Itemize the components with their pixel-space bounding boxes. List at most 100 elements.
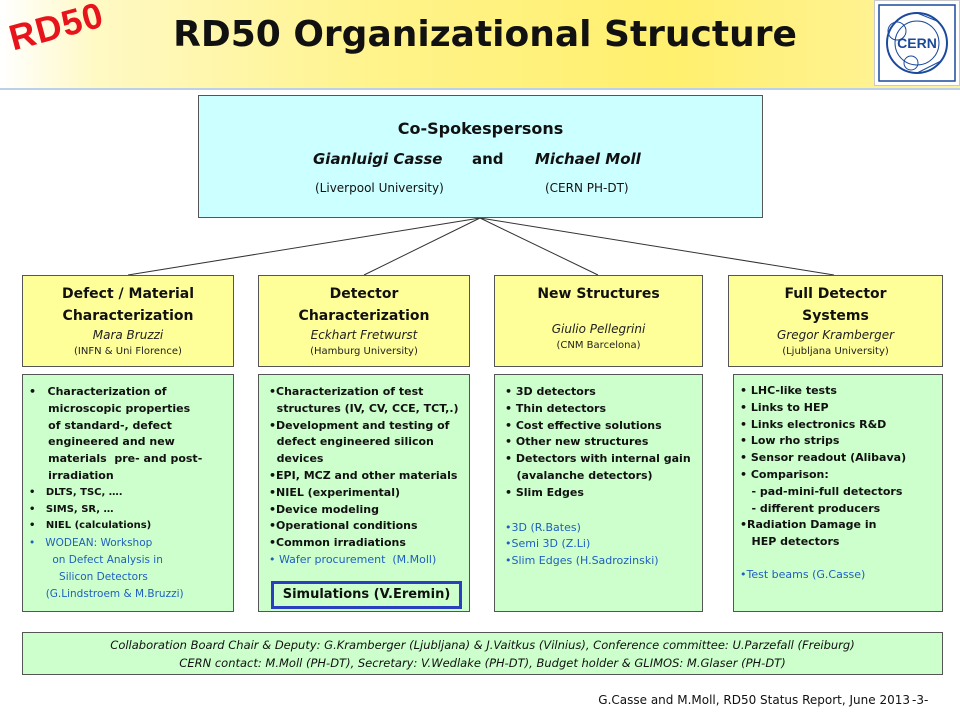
- group-leader: Mara Bruzzi: [92, 328, 164, 342]
- collaboration-info-box: Collaboration Board Chair & Deputy: G.Kr…: [22, 632, 943, 675]
- cern-logo-icon: CERN: [878, 4, 956, 82]
- list-item: of standard-, defect: [29, 418, 172, 432]
- list-item: - pad-mini-full detectors: [740, 484, 903, 498]
- list-item: • Characterization of: [29, 385, 167, 398]
- list-item: • Links electronics R&D: [740, 417, 887, 431]
- list-item: (G.Lindstroem & M.Bruzzi): [29, 587, 184, 600]
- header-divider: [0, 88, 960, 90]
- group-affiliation: (Ljubljana University): [782, 346, 889, 357]
- list-item: • Cost effective solutions: [505, 418, 662, 432]
- group-title-line1: Detector: [329, 286, 399, 302]
- list-item: • Sensor readout (Alibava): [740, 451, 907, 465]
- spokesperson-name-1: Gianluigi Casse: [313, 150, 443, 168]
- group-title-line1: Defect / Material: [61, 286, 195, 302]
- group-title-line2: Characterization: [62, 308, 194, 324]
- group-title-line1: Full Detector: [784, 286, 887, 302]
- group-title-line2: Characterization: [298, 308, 430, 324]
- group-box-defect-material: Defect / Material Characterization Mara …: [22, 275, 234, 367]
- list-item: devices: [269, 452, 324, 466]
- list-item: on Defect Analysis in: [29, 553, 163, 566]
- list-item: • Other new structures: [505, 435, 649, 449]
- list-item: •EPI, MCZ and other materials: [269, 468, 458, 482]
- list-item: •NIEL (experimental): [269, 485, 401, 499]
- spokespersons-box: Co-Spokespersons Gianluigi Casse and Mic…: [198, 95, 763, 218]
- list-item: • Low rho strips: [740, 434, 840, 448]
- header-band: [0, 0, 960, 88]
- connector-line: [127, 217, 481, 276]
- link-list: •Test beams (G.Casse): [740, 567, 942, 584]
- list-item: engineered and new: [29, 435, 175, 449]
- list-item: • Wafer procurement (M.Moll): [269, 552, 437, 566]
- connector-line: [363, 217, 481, 276]
- list-item: • 3D detectors: [505, 385, 596, 398]
- list-item: • NIEL (calculations): [29, 520, 152, 532]
- cern-logo: CERN: [874, 0, 960, 86]
- list-item: • SIMS, SR, …: [29, 503, 114, 515]
- group-title: New Structures: [537, 286, 660, 302]
- page-title: RD50 Organizational Structure: [173, 14, 797, 55]
- list-item: •Test beams (G.Casse): [740, 567, 866, 581]
- group-leader: Eckhart Fretwurst: [310, 328, 418, 342]
- page-number: -3-: [912, 693, 929, 707]
- group-title: Defect / Material Characterization: [23, 283, 233, 327]
- list-item: structures (IV, CV, CCE, TCT,.): [269, 401, 459, 415]
- list-item: defect engineered silicon: [269, 435, 434, 449]
- list-item: • Slim Edges: [505, 485, 584, 499]
- list-item: •3D (R.Bates): [505, 520, 581, 534]
- spokesperson-affiliation-2: (CERN PH-DT): [545, 181, 629, 195]
- list-item: •Semi 3D (Z.Li): [505, 537, 591, 551]
- list-item: •Operational conditions: [269, 519, 418, 533]
- footer-citation: G.Casse and M.Moll, RD50 Status Report, …: [598, 693, 910, 707]
- content-list: •Characterization of test structures (IV…: [269, 384, 469, 569]
- group-box-detector-characterization: Detector Characterization Eckhart Fretwu…: [258, 275, 470, 367]
- simulations-highlight: Simulations (V.Eremin): [271, 581, 462, 609]
- list-item: •Radiation Damage in: [740, 518, 877, 532]
- list-item: • Detectors with internal gain: [505, 452, 691, 466]
- group-box-new-structures: New Structures Giulio Pellegrini (CNM Ba…: [494, 275, 703, 367]
- list-item: - different producers: [740, 501, 881, 515]
- content-list: • Characterization of microscopic proper…: [29, 384, 233, 602]
- cern-logo-text: CERN: [897, 35, 937, 51]
- connector-line: [479, 217, 599, 276]
- group-title-line2: Systems: [802, 308, 869, 324]
- list-item: materials pre- and post-: [29, 452, 203, 466]
- list-item: Silicon Detectors: [29, 570, 148, 583]
- list-item: •Slim Edges (H.Sadrozinski): [505, 554, 659, 568]
- list-item: microscopic properties: [29, 401, 191, 415]
- list-item: •Characterization of test: [269, 385, 424, 398]
- spokesperson-name-2: Michael Moll: [535, 150, 641, 168]
- list-item: irradiation: [29, 468, 114, 482]
- content-box-detector-characterization: •Characterization of test structures (IV…: [258, 374, 470, 612]
- content-list: • 3D detectors • Thin detectors • Cost e…: [505, 384, 702, 502]
- spokespersons-and: and: [472, 150, 504, 168]
- list-item: • Links to HEP: [740, 400, 829, 414]
- group-leader: Giulio Pellegrini: [551, 322, 646, 336]
- content-list: • LHC-like tests • Links to HEP • Links …: [740, 383, 942, 551]
- list-item: •Development and testing of: [269, 418, 450, 432]
- content-box-new-structures: • 3D detectors • Thin detectors • Cost e…: [494, 374, 703, 612]
- group-title: Full Detector Systems: [729, 283, 942, 327]
- group-affiliation: (CNM Barcelona): [556, 340, 641, 351]
- list-item: (avalanche detectors): [505, 468, 653, 482]
- group-affiliation: (Hamburg University): [310, 346, 418, 357]
- list-item: • LHC-like tests: [740, 384, 837, 397]
- list-item: HEP detectors: [740, 535, 840, 549]
- spokespersons-title: Co-Spokespersons: [397, 119, 564, 138]
- group-affiliation: (INFN & Uni Florence): [74, 346, 182, 357]
- spokesperson-affiliation-1: (Liverpool University): [315, 181, 444, 195]
- list-item: • Comparison:: [740, 467, 829, 481]
- group-box-full-detector-systems: Full Detector Systems Gregor Kramberger …: [728, 275, 943, 367]
- group-title: Detector Characterization: [259, 283, 469, 327]
- list-item: •Common irradiations: [269, 536, 406, 550]
- link-list: •3D (R.Bates) •Semi 3D (Z.Li) •Slim Edge…: [505, 520, 702, 570]
- collaboration-info-line2: CERN contact: M.Moll (PH-DT), Secretary:…: [179, 656, 786, 670]
- list-item: • Thin detectors: [505, 401, 606, 415]
- collaboration-info-line1: Collaboration Board Chair & Deputy: G.Kr…: [110, 638, 855, 652]
- content-box-full-detector-systems: • LHC-like tests • Links to HEP • Links …: [733, 374, 943, 612]
- content-box-defect-material: • Characterization of microscopic proper…: [22, 374, 234, 612]
- list-item: • WODEAN: Workshop: [29, 537, 153, 550]
- list-item: • DLTS, TSC, ….: [29, 486, 123, 498]
- connector-line: [479, 217, 835, 276]
- group-leader: Gregor Kramberger: [776, 328, 895, 342]
